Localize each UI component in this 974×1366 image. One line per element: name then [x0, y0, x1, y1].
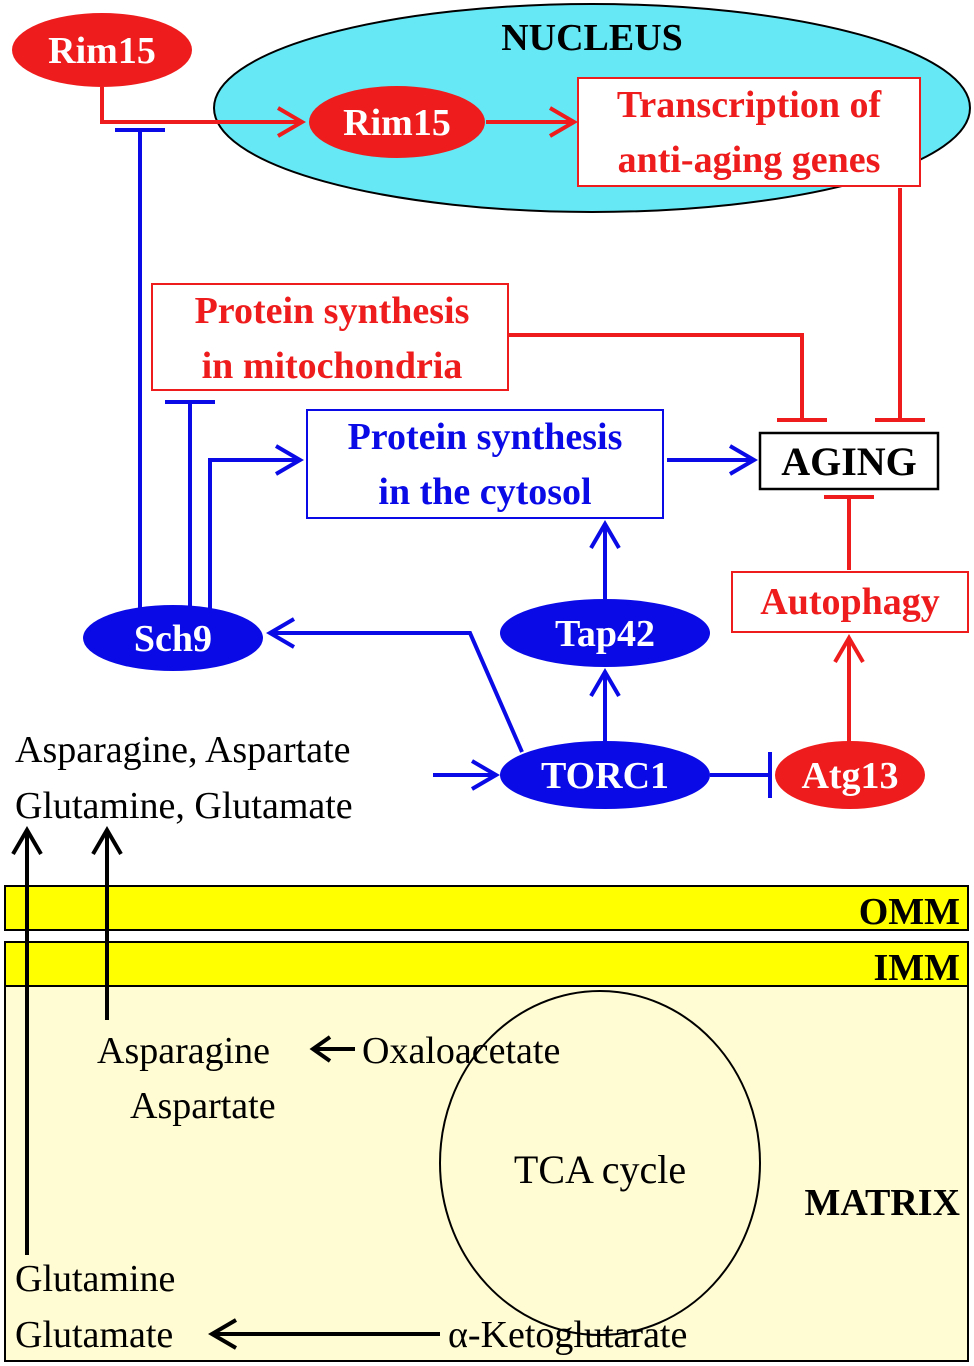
matrix-glutamate-label: Glutamate [15, 1314, 173, 1356]
omm-membrane [4, 885, 969, 931]
aging-box [758, 431, 940, 491]
tca-cycle-label: TCA cycle [514, 1147, 686, 1192]
oxaloacetate-label: Oxaloacetate [362, 1030, 560, 1072]
rim15-nucleus-node [309, 86, 485, 158]
rim15-translocation-arrow [100, 87, 306, 138]
cytosol-protein-synthesis-line1: Protein synthesis [348, 416, 623, 458]
oxaloacetate-to-asparagine-arrow [309, 1035, 355, 1063]
matrix-glutamine-label: Glutamine [15, 1258, 175, 1300]
torc1-to-tap42-arrow [589, 668, 621, 741]
mito-protein-synthesis-box [151, 283, 509, 391]
tca-cycle-circle [439, 990, 761, 1336]
rim15-to-transcription-arrow [486, 106, 578, 138]
sch9-activates-cytosol-synthesis [208, 444, 304, 612]
torc1-label: TORC1 [541, 755, 669, 797]
autophagy-label: Autophagy [760, 581, 940, 623]
torc1-inhibits-atg13 [710, 752, 772, 798]
sch9-inhibits-mito-synthesis [165, 400, 215, 612]
imm-label: IMM [873, 947, 960, 989]
matrix-label: MATRIX [804, 1182, 960, 1224]
asparagine-export-arrow [91, 826, 123, 1020]
rim15-nucleus-label: Rim15 [343, 102, 451, 144]
mito-protein-synthesis-line2: in mitochondria [202, 345, 463, 387]
cytosol-amino-acids-line2: Glutamine, Glutamate [15, 785, 353, 827]
tap42-label: Tap42 [555, 613, 655, 655]
torc1-to-sch9-arrow [266, 617, 524, 753]
imm-membrane [4, 941, 969, 987]
cytosol-protein-synthesis-line2: in the cytosol [378, 471, 591, 513]
mito-protein-synthesis-line1: Protein synthesis [195, 290, 470, 332]
transcription-inhibits-aging [875, 188, 925, 422]
cytosol-synthesis-to-aging-arrow [667, 444, 758, 476]
ketoglutarate-to-glutamate-arrow [208, 1318, 440, 1350]
autophagy-inhibits-aging [824, 495, 874, 570]
ketoglutarate-label: α-Ketoglutarate [448, 1314, 687, 1356]
rim15-cytosol-label: Rim15 [48, 30, 156, 72]
sch9-node [83, 605, 263, 671]
matrix-region [4, 985, 969, 1362]
atg13-to-autophagy-arrow [833, 634, 865, 745]
mito-synthesis-inhibits-aging [508, 333, 827, 422]
autophagy-box [731, 571, 969, 633]
nucleus-label: NUCLEUS [501, 17, 683, 59]
glutamine-export-arrow [11, 826, 43, 1255]
transcription-line1: Transcription of [617, 84, 883, 126]
matrix-asparagine-label: Asparagine [97, 1030, 270, 1072]
cytosol-amino-acids-line1: Asparagine, Aspartate [15, 729, 351, 771]
tap42-to-cytosol-synthesis-arrow [589, 520, 621, 599]
transcription-box [577, 77, 921, 187]
atg13-node [775, 741, 925, 809]
rim15-cytosol-node [12, 13, 192, 87]
aging-label: AGING [781, 439, 917, 484]
matrix-aspartate-label: Aspartate [130, 1085, 276, 1127]
torc1-node [500, 741, 710, 809]
tap42-node [500, 599, 710, 667]
omm-label: OMM [859, 891, 960, 933]
atg13-label: Atg13 [801, 755, 898, 797]
amino-acids-to-torc1-arrow [433, 759, 500, 791]
cytosol-protein-synthesis-box [306, 409, 664, 519]
sch9-inhibits-rim15 [115, 128, 165, 612]
sch9-label: Sch9 [134, 618, 212, 660]
transcription-line2: anti-aging genes [618, 139, 881, 181]
